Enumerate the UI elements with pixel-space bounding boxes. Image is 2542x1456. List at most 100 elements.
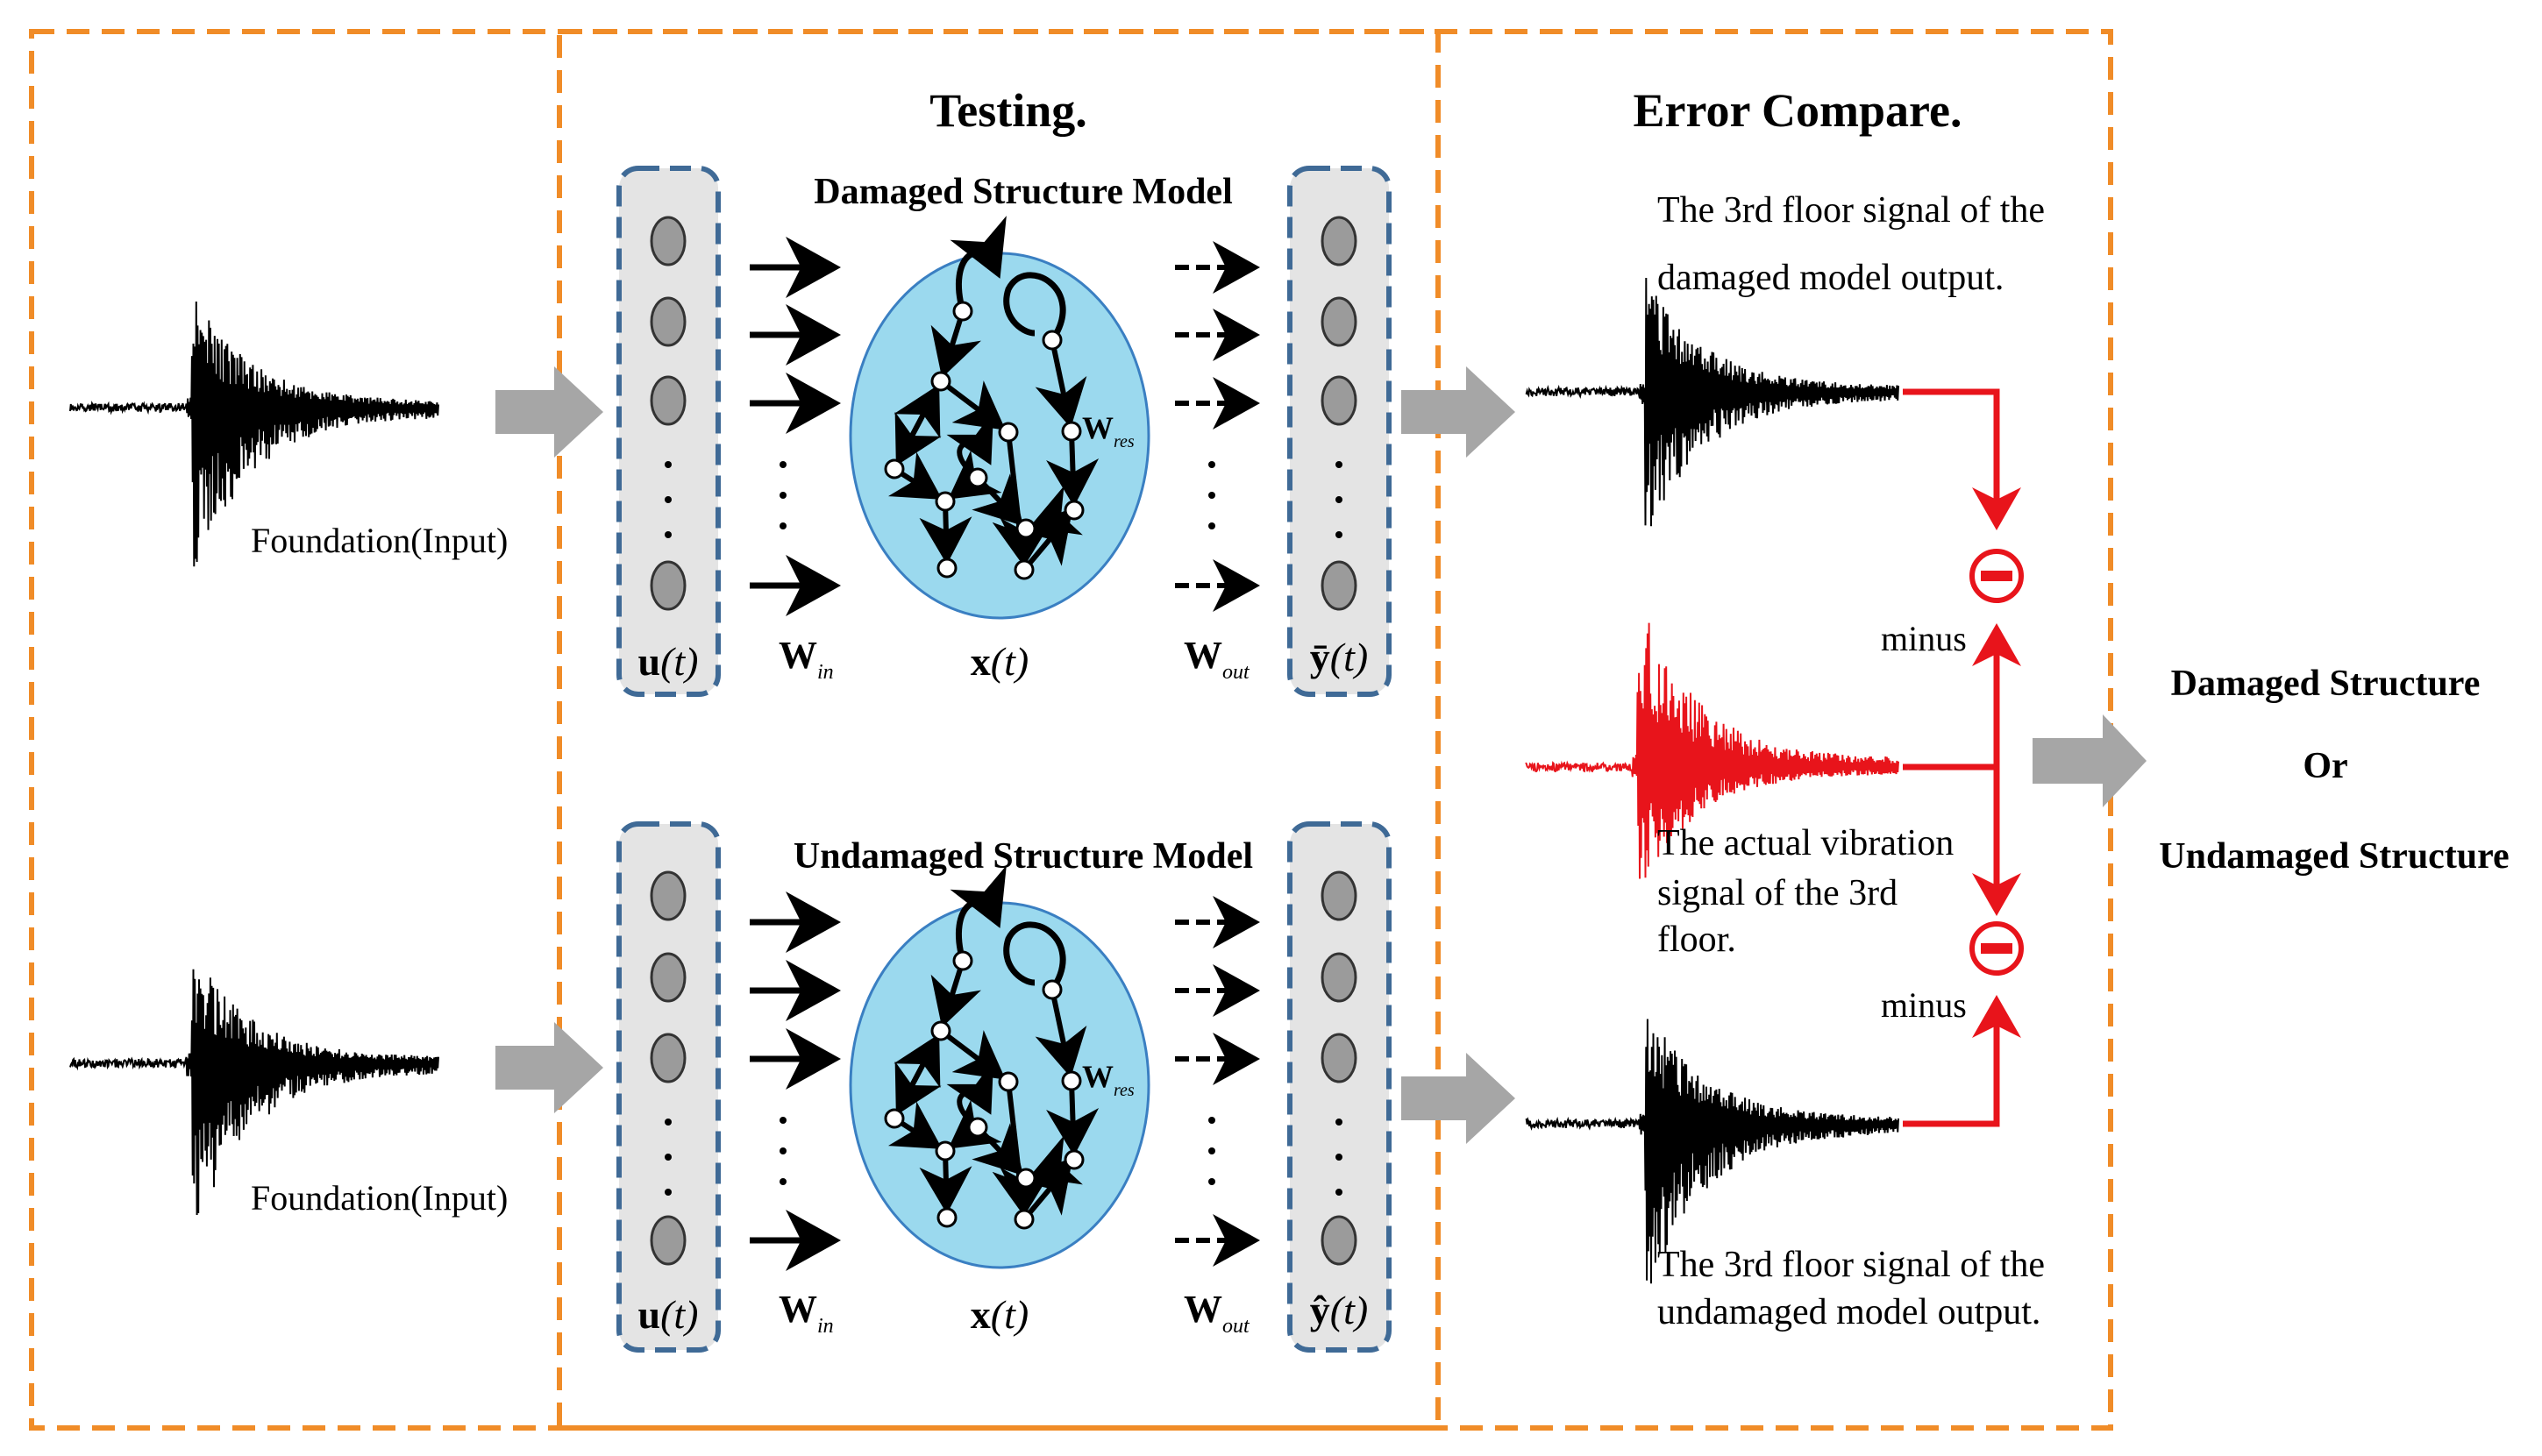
testing-title: Testing. xyxy=(929,84,1087,137)
reservoir-self-loop xyxy=(1003,921,1066,991)
win-label: Win xyxy=(779,1288,834,1338)
ellipsis-dot xyxy=(665,1119,672,1126)
reservoir-node xyxy=(998,422,1019,443)
reservoir-node xyxy=(1015,1168,1036,1189)
neuron-node xyxy=(650,216,687,266)
arrow-input-bottom xyxy=(495,1022,603,1113)
reservoir-node xyxy=(952,301,973,322)
input-weight-arrows xyxy=(750,237,841,616)
reservoir-node xyxy=(884,458,905,479)
reservoir-node xyxy=(930,371,951,392)
foundation-input-label-bottom: Foundation(Input) xyxy=(251,1178,508,1218)
output-weight-arrows xyxy=(1175,241,1260,612)
reservoir-node xyxy=(935,1140,956,1161)
ellipsis-dot xyxy=(1208,1117,1215,1124)
actual-signal-caption-line3: floor. xyxy=(1657,920,1736,960)
reservoir-node xyxy=(1042,979,1063,1000)
neuron-node xyxy=(1321,216,1357,266)
undamaged-output-caption-line1: The 3rd floor signal of the xyxy=(1657,1245,2045,1285)
ellipsis-dot xyxy=(665,531,672,538)
damaged-output-signal xyxy=(1525,277,1899,527)
minus-label-bottom: minus xyxy=(1881,985,1967,1025)
ellipsis-dot xyxy=(1208,1147,1215,1154)
reservoir-node xyxy=(1061,421,1082,442)
input-signal-top xyxy=(69,301,439,567)
reservoir-edge xyxy=(887,1101,943,1149)
reservoir-edge xyxy=(919,1159,972,1215)
neuron-node xyxy=(650,952,687,1003)
reservoir-node xyxy=(967,1117,988,1138)
reservoir-edge xyxy=(948,1099,1002,1149)
neuron-node xyxy=(1321,952,1357,1003)
neuron-node xyxy=(1321,296,1357,347)
reservoir-node xyxy=(935,491,956,512)
reservoir-edge xyxy=(1035,348,1087,429)
arrow-input-top xyxy=(495,366,603,458)
reservoir-self-loop xyxy=(950,865,1007,962)
ellipsis-dot xyxy=(1208,522,1215,529)
reservoir-node xyxy=(1064,1149,1085,1170)
neuron-node xyxy=(1321,870,1357,921)
result-undamaged-structure: Undamaged Structure xyxy=(2159,836,2509,877)
reservoir-node xyxy=(998,1071,1019,1092)
ellipsis-dot xyxy=(1208,461,1215,468)
undamaged-to-minus-connector xyxy=(1903,995,2021,1127)
ellipsis-dot xyxy=(1335,1154,1342,1161)
undamaged-structure-model: Undamaged Structure Model u(t) Win Wres … xyxy=(616,821,1392,1353)
ellipsis-dot xyxy=(1208,1178,1215,1185)
reservoir-node xyxy=(952,950,973,971)
damaged-output-caption-line1: The 3rd floor signal of the xyxy=(1657,190,2045,231)
ellipsis-dot xyxy=(665,496,672,503)
gray-arrows xyxy=(495,366,2147,1144)
error-compare-title: Error Compare. xyxy=(1634,84,1962,137)
undamaged-model-title: Undamaged Structure Model xyxy=(794,836,1253,877)
reservoir-edge xyxy=(894,384,941,463)
foundation-input-label-top: Foundation(Input) xyxy=(251,521,508,560)
neuron-node xyxy=(650,375,687,426)
ellipsis-dot xyxy=(1335,531,1342,538)
undamaged-output-caption-line2: undamaged model output. xyxy=(1657,1292,2040,1332)
reservoir-edge xyxy=(1021,513,1072,566)
ellipsis-dot xyxy=(780,461,787,468)
reservoir-edge xyxy=(1021,1162,1072,1216)
ellipsis-dot xyxy=(665,1189,672,1196)
output-layer-column xyxy=(1287,821,1392,1353)
damaged-model-title: Damaged Structure Model xyxy=(814,172,1232,212)
reservoir-node xyxy=(1061,1070,1082,1091)
input-layer-column xyxy=(616,166,721,697)
ellipsis-dot xyxy=(1335,1189,1342,1196)
input-layer-column xyxy=(616,821,721,1353)
minus-operator-top xyxy=(1969,549,2024,603)
arrow-output-top xyxy=(1401,366,1515,458)
input-signal-bottom xyxy=(69,969,439,1216)
actual-vibration-signal xyxy=(1525,622,1899,879)
arrow-result xyxy=(2033,714,2147,807)
input-weight-arrows xyxy=(750,891,841,1271)
ellipsis-dot xyxy=(1335,496,1342,503)
output-weight-arrows xyxy=(1175,896,1260,1267)
reservoir-edge xyxy=(887,451,943,500)
neuron-node xyxy=(650,870,687,921)
reservoir-self-loop xyxy=(950,216,1007,312)
reservoir-edge xyxy=(948,450,1002,500)
output-y-label-bottom: ŷ(t) xyxy=(1310,1288,1368,1332)
ellipsis-dot xyxy=(780,1147,787,1154)
reservoir-edge xyxy=(894,1033,941,1112)
neuron-node xyxy=(650,1033,687,1083)
reservoir-node xyxy=(967,467,988,488)
reservoir-edge xyxy=(930,968,981,1028)
ellipsis-dot xyxy=(1335,461,1342,468)
x-label: x(t) xyxy=(971,639,1029,684)
output-y-label-top: ȳ(t) xyxy=(1310,635,1368,679)
minus-label-top: minus xyxy=(1881,619,1967,658)
arrow-output-bottom xyxy=(1401,1053,1515,1144)
ellipsis-dot xyxy=(1335,1119,1342,1126)
reservoir: Wres xyxy=(849,216,1150,620)
neuron-node xyxy=(650,296,687,347)
reservoir-node xyxy=(936,558,958,579)
x-label: x(t) xyxy=(971,1292,1029,1337)
ellipsis-dot xyxy=(1208,492,1215,499)
reservoir-edge xyxy=(1046,1089,1100,1157)
win-label: Win xyxy=(779,634,834,684)
